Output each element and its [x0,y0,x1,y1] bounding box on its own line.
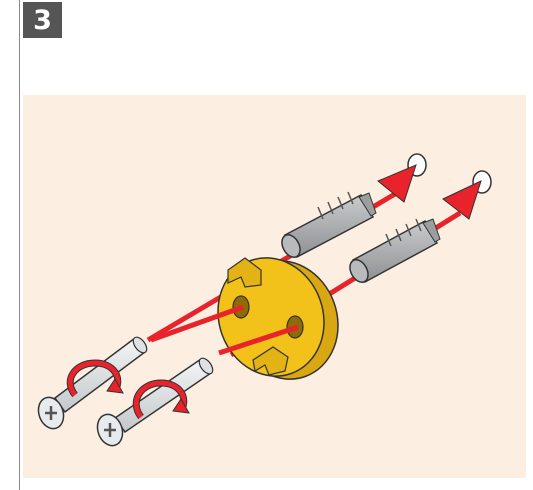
yellow-spacer-disc [202,243,355,394]
assembly-illustration [23,95,526,478]
wall-plug-lower [346,219,440,285]
instruction-panel [23,95,526,478]
wall-plug-upper [278,192,376,260]
left-rule [19,0,20,490]
step-number-badge: 3 [23,2,62,38]
